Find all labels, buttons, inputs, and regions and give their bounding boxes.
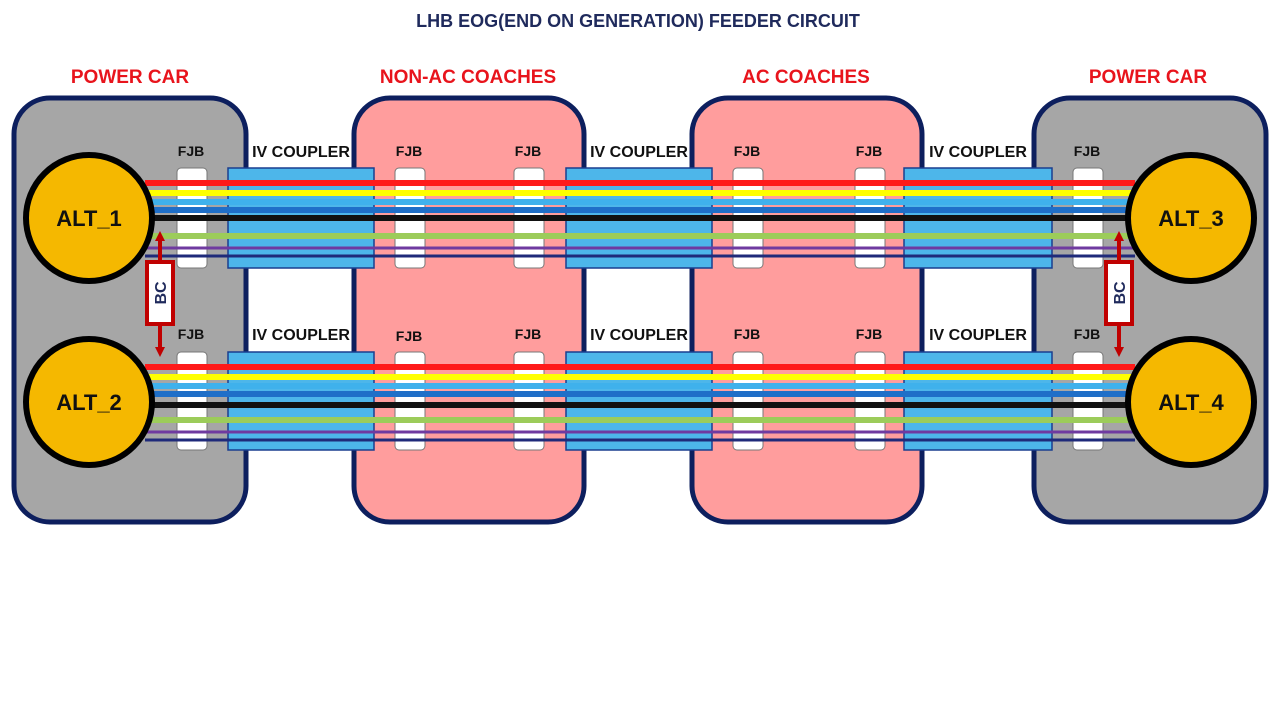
- bc-label-left: BC: [153, 281, 170, 305]
- alternator-1-label: ALT_1: [56, 206, 122, 231]
- section-label-power-car-right: POWER CAR: [1089, 67, 1208, 88]
- bc-box-left: [145, 260, 175, 326]
- alternator-4-label: ALT_4: [1158, 390, 1224, 415]
- feeder-wires-top: [145, 180, 1135, 258]
- alternator-4-circle: [1125, 336, 1257, 468]
- alternator-2-label: ALT_2: [56, 390, 122, 415]
- fjb-label-bottom-3: FJB: [515, 326, 541, 342]
- fjb-label-bottom-2: FJB: [396, 328, 422, 344]
- iv-coupler-label-bottom-3: IV COUPLER: [929, 327, 1027, 344]
- feeder-wires-bottom: [145, 364, 1135, 442]
- alternator-2-circle: [23, 336, 155, 468]
- section-label-ac-coaches: AC COACHES: [742, 67, 870, 88]
- iv-coupler-label-bottom-1: IV COUPLER: [252, 327, 350, 344]
- iv-coupler-label-bottom-2: IV COUPLER: [590, 327, 688, 344]
- iv-coupler-label-top-3: IV COUPLER: [929, 144, 1027, 161]
- fjb-label-bottom-4: FJB: [734, 326, 760, 342]
- power-car-left-body: [11, 95, 249, 525]
- fjb-label-top-6: FJB: [1074, 143, 1100, 159]
- alternator-3-label: ALT_3: [1158, 206, 1224, 231]
- ac-coach-body: [689, 95, 925, 525]
- alternator-1-circle: [23, 152, 155, 284]
- iv-coupler-label-top-2: IV COUPLER: [590, 144, 688, 161]
- iv-coupler-label-top-1: IV COUPLER: [252, 144, 350, 161]
- fjb-label-top-3: FJB: [515, 143, 541, 159]
- alternator-3-circle: [1125, 152, 1257, 284]
- bc-box-right: [1104, 260, 1134, 326]
- fjb-label-bottom-6: FJB: [1074, 326, 1100, 342]
- diagram-title: LHB EOG(END ON GENERATION) FEEDER CIRCUI…: [416, 11, 860, 31]
- fjb-label-bottom-5: FJB: [856, 326, 882, 342]
- non-ac-coach-body: [351, 95, 587, 525]
- fjb-label-top-4: FJB: [734, 143, 760, 159]
- fjb-label-bottom-1: FJB: [178, 326, 204, 342]
- fjb-label-top-2: FJB: [396, 143, 422, 159]
- fjb-label-top-1: FJB: [178, 143, 204, 159]
- section-label-power-car-left: POWER CAR: [71, 67, 190, 88]
- section-label-non-ac-coaches: NON-AC COACHES: [380, 67, 556, 88]
- fjb-label-top-5: FJB: [856, 143, 882, 159]
- bc-label-right: BC: [1112, 281, 1129, 305]
- power-car-right-body: [1031, 95, 1269, 525]
